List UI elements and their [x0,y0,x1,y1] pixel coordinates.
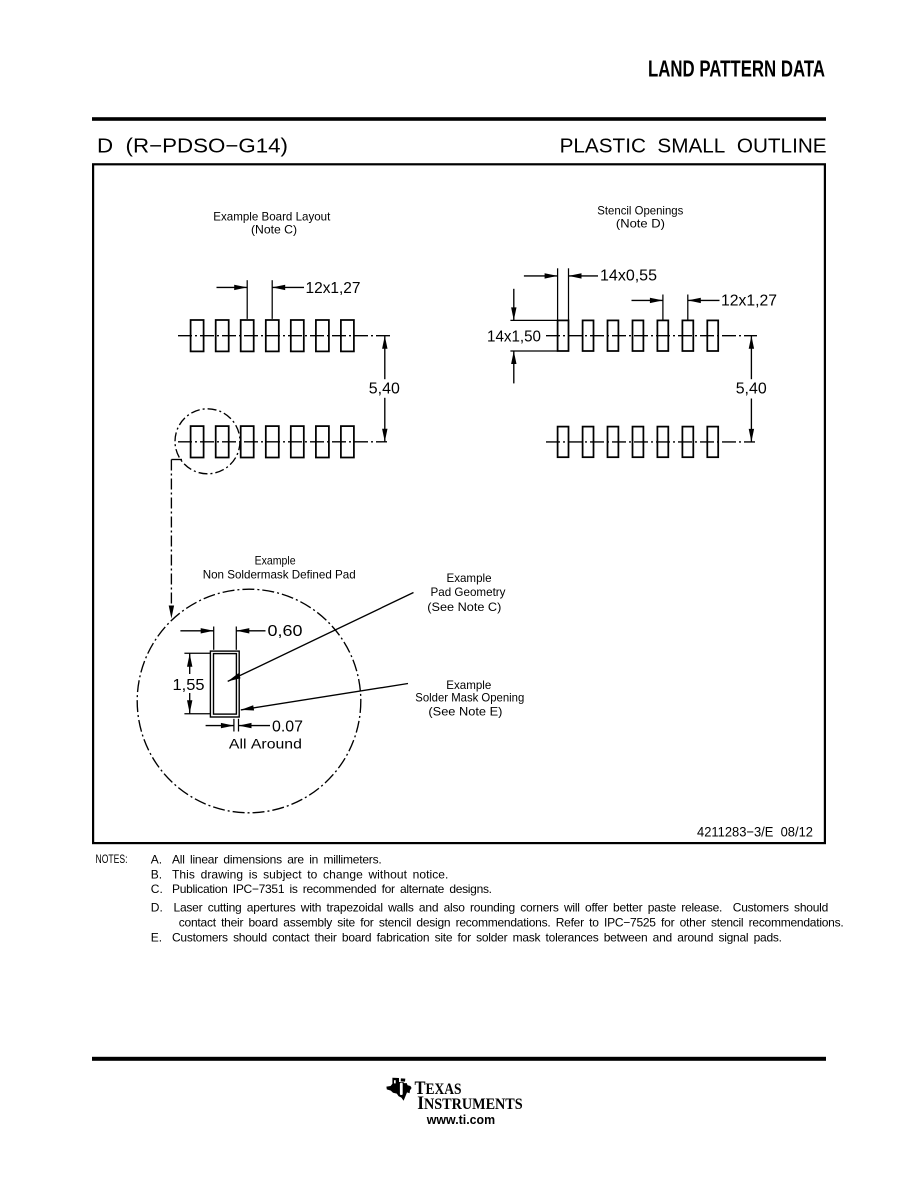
svg-text:4211283−3/E 08/12: 4211283−3/E 08/12 [697,824,813,840]
svg-text:Customers should contact their: Customers should contact their board fab… [172,930,782,944]
svg-text:D (R−PDSO−G14): D (R−PDSO−G14) [97,136,288,158]
svg-text:Solder Mask Opening: Solder Mask Opening [415,691,524,705]
svg-text:12x1,27: 12x1,27 [306,280,361,297]
svg-text:Example: Example [446,678,491,692]
svg-text:E.: E. [151,930,162,944]
svg-text:5,40: 5,40 [736,380,767,397]
svg-text:www.ti.com: www.ti.com [426,1113,495,1127]
svg-text:All linear dimensions are in m: All linear dimensions are in millimeters… [172,853,382,867]
svg-text:This drawing is subject to cha: This drawing is subject to change withou… [172,867,448,881]
svg-text:A.: A. [151,853,162,867]
svg-text:Example Board Layout: Example Board Layout [213,209,331,223]
svg-text:5,40: 5,40 [369,380,400,397]
svg-text:PLASTIC SMALL OUTLINE: PLASTIC SMALL OUTLINE [560,136,827,158]
svg-text:C.: C. [151,882,163,896]
svg-text:contact their board assembly s: contact their board assembly site for st… [179,916,844,930]
svg-text:0.07: 0.07 [272,718,303,735]
svg-text:12x1,27: 12x1,27 [721,292,777,309]
svg-text:Non Soldermask Defined Pad: Non Soldermask Defined Pad [203,567,356,581]
svg-text:14x0,55: 14x0,55 [600,267,657,284]
svg-text:0,60: 0,60 [268,623,303,640]
svg-text:1,55: 1,55 [173,677,205,694]
svg-text:NOTES:: NOTES: [96,854,128,866]
svg-text:Example: Example [447,571,492,585]
svg-text:D.: D. [151,901,163,915]
svg-text:14x1,50: 14x1,50 [487,329,541,346]
svg-text:LAND PATTERN DATA: LAND PATTERN DATA [648,55,825,81]
svg-text:TEXAS: TEXAS [415,1078,462,1099]
svg-text:(See Note C): (See Note C) [427,600,501,614]
svg-text:(Note C): (Note C) [251,222,297,236]
svg-text:(See Note E): (See Note E) [428,705,502,719]
svg-text:B.: B. [151,867,162,881]
svg-text:Laser cutting apertures with t: Laser cutting apertures with trapezoidal… [174,901,829,915]
svg-text:INSTRUMENTS: INSTRUMENTS [417,1093,523,1114]
svg-text:Stencil Openings: Stencil Openings [597,204,683,218]
svg-text:Pad Geometry: Pad Geometry [431,585,506,599]
svg-text:Example: Example [255,553,296,567]
svg-text:Publication IPC−7351 is recomm: Publication IPC−7351 is recommended for … [172,882,492,896]
svg-text:All Around: All Around [229,736,302,752]
svg-text:(Note D): (Note D) [616,217,665,231]
